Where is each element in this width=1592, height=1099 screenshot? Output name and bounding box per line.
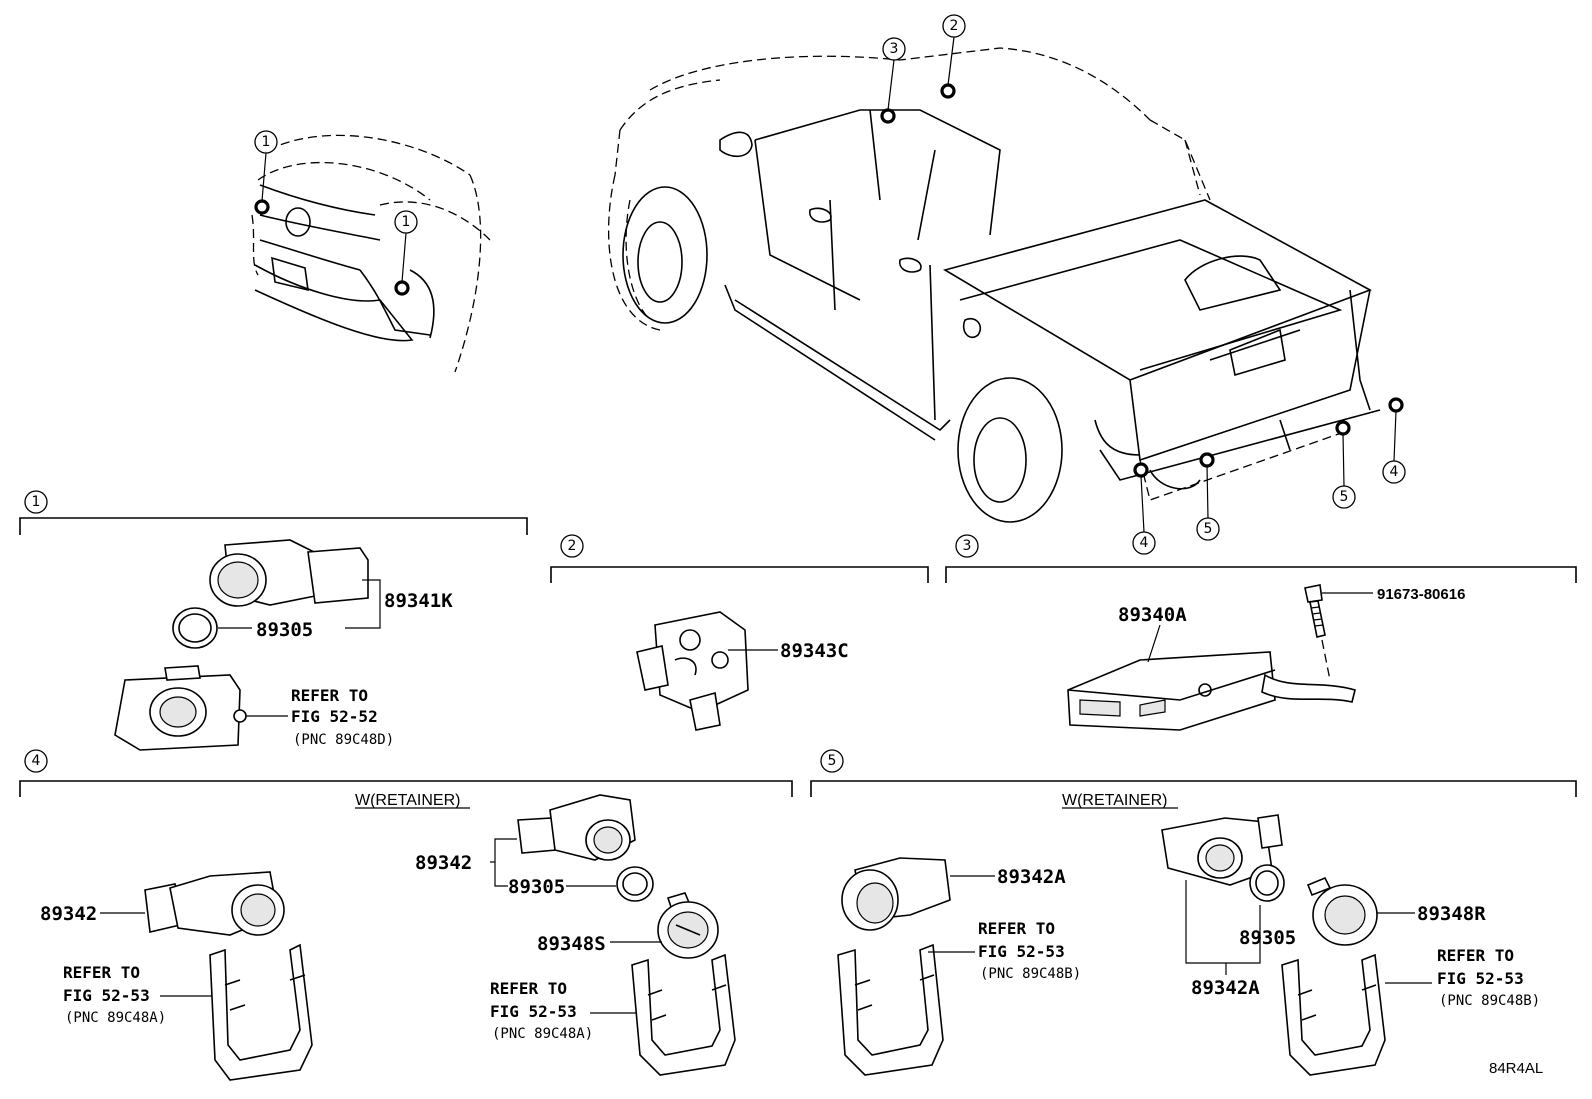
retainer-89348s-drawing [657, 892, 719, 959]
part-number-89341k: 89341K [384, 590, 453, 612]
part-number-91673-80616: 91673-80616 [1377, 586, 1465, 603]
section-2: 2 89343C [550, 534, 929, 731]
section-number: 5 [828, 753, 837, 769]
part-number-89305: 89305 [256, 619, 313, 641]
sensor-89342a-left-drawing [841, 857, 951, 931]
pickup-truck-view [607, 47, 1381, 523]
section-4: 4 W(RETAINER) 89342 REFER TO FIG 52-53 (… [19, 749, 793, 1081]
part-number-89342-left: 89342 [40, 903, 97, 925]
part-number-89342-right: 89342 [415, 852, 472, 874]
marker-rear-corner-right [1388, 397, 1404, 413]
overview-callouts: 1 1 2 3 4 4 5 5 [254, 14, 1406, 555]
part-number-89305-s5: 89305 [1239, 927, 1296, 949]
callout-5b: 5 [1332, 485, 1356, 509]
ring-89305-s5-drawing [1249, 864, 1285, 902]
part-number-89305-s4: 89305 [508, 876, 565, 898]
refer-fig-label: FIG 52-53 [978, 942, 1065, 961]
switch-89343c-drawing [636, 611, 749, 731]
callout-label: 4 [1140, 535, 1149, 551]
sensor-89342-right-drawing [517, 794, 636, 861]
refer-to-label: REFER TO [291, 686, 368, 705]
section-3: 3 89340A 91673-80616 [945, 534, 1577, 731]
marker-front-left [254, 199, 270, 215]
callout-label: 4 [1390, 464, 1399, 480]
callout-1b: 1 [394, 210, 418, 234]
variant-label: W(RETAINER) [1062, 792, 1167, 809]
sensor-position-markers [254, 83, 1404, 478]
refer-pnc-label: (PNC 89C48A) [65, 1010, 166, 1026]
callout-label: 1 [402, 214, 411, 230]
sensor-89342-left-drawing [144, 871, 285, 936]
part-number-89342a-right: 89342A [1191, 977, 1260, 999]
refer-pnc-label: (PNC 89C48A) [492, 1026, 593, 1042]
refer-pnc-label: (PNC 89C48B) [980, 966, 1081, 982]
callout-label: 3 [890, 41, 899, 57]
refer-fig-label: FIG 52-53 [490, 1002, 577, 1021]
variant-label: W(RETAINER) [355, 792, 460, 809]
section-number: 4 [32, 753, 41, 769]
callout-label: 1 [262, 134, 271, 150]
callout-label: 2 [950, 18, 959, 34]
part-number-89340a: 89340A [1118, 604, 1187, 626]
callout-1a: 1 [254, 130, 278, 154]
refer-to-label: REFER TO [490, 979, 567, 998]
section-5: 5 W(RETAINER) 89342A REFER TO FIG 52-53 … [810, 749, 1577, 1076]
callout-3: 3 [882, 37, 906, 61]
callout-label: 5 [1340, 489, 1349, 505]
sensor-89341k-drawing [209, 539, 369, 607]
refer-pnc-label: (PNC 89C48D) [293, 732, 394, 748]
refer-to-label: REFER TO [63, 963, 140, 982]
retainer-89348r-drawing [1306, 876, 1378, 946]
refer-fig-label: FIG 52-53 [1437, 969, 1524, 988]
callout-label: 5 [1204, 521, 1213, 537]
retainer-right-4-drawing [631, 953, 736, 1076]
marker-front-corner [394, 280, 410, 296]
illustration-code: 84R4AL [1489, 1060, 1543, 1077]
part-number-89342a-left: 89342A [997, 866, 1066, 888]
callout-leaders [261, 36, 1397, 533]
refer-to-label: REFER TO [978, 919, 1055, 938]
part-number-89343c: 89343C [780, 640, 849, 662]
section-number: 1 [32, 494, 41, 510]
retainer-right-5-drawing [1281, 953, 1386, 1076]
ring-89305-s4-drawing [616, 866, 654, 902]
part-number-89348s: 89348S [537, 933, 606, 955]
refer-fig-label: FIG 52-53 [63, 986, 150, 1005]
marker-ecu [880, 108, 896, 124]
callout-5a: 5 [1196, 517, 1220, 541]
front-vehicle-view [251, 134, 491, 373]
marker-switch [940, 83, 956, 99]
marker-rear-corner-left [1133, 462, 1149, 478]
refer-fig-label: FIG 52-52 [291, 707, 378, 726]
bolt-91673-drawing [1304, 584, 1326, 638]
callout-4b: 4 [1382, 460, 1406, 484]
sensor-89342a-right-drawing [1161, 814, 1283, 886]
retainer-left-5-drawing [837, 943, 944, 1076]
callout-2: 2 [942, 14, 966, 38]
part-number-89348r: 89348R [1417, 903, 1486, 925]
refer-pnc-label: (PNC 89C48B) [1439, 993, 1540, 1009]
ring-89305-drawing [172, 607, 218, 649]
section-1: 1 89341K 89305 REFER TO FIG 52-5 [19, 490, 528, 751]
bracket-drawing [114, 665, 247, 751]
marker-rear-center-right [1335, 420, 1351, 436]
refer-to-label: REFER TO [1437, 946, 1514, 965]
section-number: 2 [568, 538, 577, 554]
section-number: 3 [963, 538, 972, 554]
ecu-89340a-drawing [1067, 651, 1356, 731]
retainer-left-4-drawing [209, 943, 313, 1081]
marker-rear-center-left [1199, 452, 1215, 468]
callout-4a: 4 [1132, 531, 1156, 555]
